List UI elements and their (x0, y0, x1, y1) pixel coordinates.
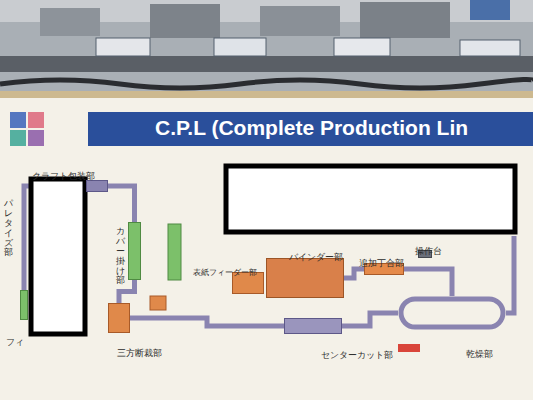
redaction-box (226, 166, 515, 232)
feeder-unit: 表紙フィーダー部 (232, 272, 264, 294)
orange-machine (150, 296, 166, 310)
board (0, 98, 533, 400)
machine-block (150, 4, 220, 38)
unit-label: カバー掛け部 (116, 227, 125, 286)
palletizer-unit: パレタイズ部 (20, 290, 28, 320)
label-holder: 乾燥部 (466, 342, 493, 361)
conveyor-line (130, 318, 284, 326)
label-holder: カバー掛け部 (116, 227, 125, 286)
book-stack (96, 38, 150, 56)
emergency-sign (398, 344, 420, 352)
unit-label: パレタイズ部 (4, 199, 13, 258)
machine-area (0, 0, 533, 95)
book-stack (334, 38, 390, 56)
redaction-box (31, 179, 85, 334)
conveyor-line (344, 269, 364, 278)
label-holder: バインダー部 (289, 245, 343, 264)
conveyor-line (342, 313, 398, 326)
unit-label: 三方断裁部 (117, 349, 162, 359)
unit-label: 操作台 (415, 247, 442, 257)
gathering-unit: 追加丁合部 (364, 263, 404, 275)
packing-unit: クラフト包装部 (86, 180, 108, 192)
label-holder: クラフト包装部 (32, 164, 95, 183)
logo-square (10, 112, 26, 128)
board-edge (0, 91, 533, 98)
machine-block (260, 6, 340, 36)
logo-square (28, 112, 44, 128)
unit-label: 追加丁合部 (359, 259, 404, 269)
label-holder: パレタイズ部 (4, 199, 13, 258)
title-holder: C.P.L (Complete Production Lin (155, 116, 468, 139)
label-holder: 操作台 (415, 239, 442, 258)
control-desk: 操作台 (418, 250, 432, 258)
machine-block (360, 2, 450, 38)
dryer-loop: 乾燥部 (398, 296, 506, 330)
label-holder: 三方断裁部 (117, 341, 162, 360)
machine-block (40, 8, 100, 36)
label-holder: 表紙フィーダー部 (193, 260, 257, 279)
dryer-outline (398, 296, 506, 330)
logo-square (28, 130, 44, 146)
label-holder: センターカット部 (321, 343, 393, 362)
cover-unit: カバー掛け部 (128, 222, 141, 280)
title-band (88, 112, 533, 146)
label-holder: フィ (6, 330, 24, 349)
title: C.P.L (Complete Production Lin (155, 116, 468, 139)
unit-label: バインダー部 (289, 253, 343, 263)
unit-label: クラフト包装部 (32, 172, 95, 182)
conveyor-line (404, 269, 452, 296)
green-machine (168, 224, 181, 280)
binder-unit: バインダー部 (266, 258, 344, 298)
dryer-loop-line (401, 299, 503, 327)
conveyor-line (108, 186, 135, 222)
part-label: フィ (6, 338, 24, 348)
logo-square (10, 130, 26, 146)
trimmer-unit: 三方断裁部 (108, 303, 130, 333)
cable (0, 79, 533, 88)
worker-shirt (470, 0, 510, 20)
label-holder: 追加丁合部 (359, 251, 404, 270)
center-cut-unit: センターカット部 (284, 318, 342, 334)
unit-label: 表紙フィーダー部 (193, 269, 257, 278)
conveyor-pipe (506, 236, 514, 313)
book-stack (214, 38, 266, 56)
book-stack (460, 40, 520, 56)
unit-label: センターカット部 (321, 351, 393, 361)
unit-label: 乾燥部 (466, 350, 493, 360)
conveyor-belt (0, 56, 533, 72)
